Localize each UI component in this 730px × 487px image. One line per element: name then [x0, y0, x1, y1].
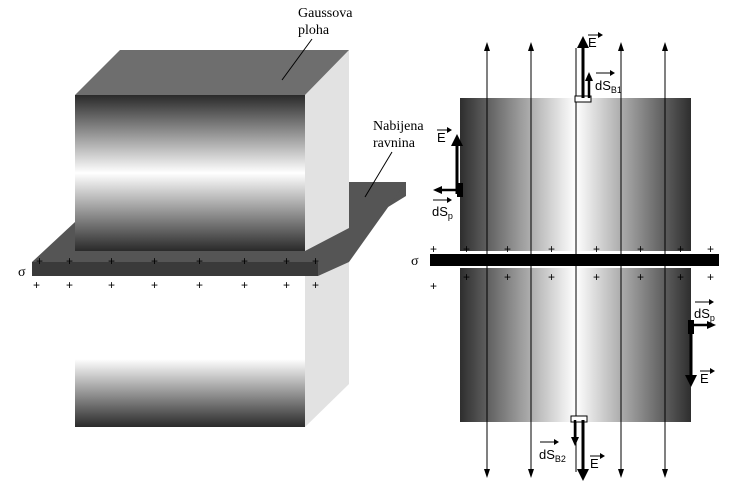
dS-B2-label-arrowhead: [554, 439, 559, 445]
gauss-box-front-lower: [75, 276, 305, 427]
E-label-side-right-arrowhead: [710, 368, 715, 374]
plus-sign: +: [196, 278, 203, 292]
dS-p-label-left-arrowhead: [447, 197, 452, 203]
plus-sign: +: [548, 270, 555, 284]
E-label-side-left-arrowhead: [447, 127, 452, 133]
E-label-bottom: E: [590, 456, 599, 471]
dS-B2-vector-head: [571, 437, 579, 446]
dS-p-vector-right-head: [707, 321, 716, 329]
dS-p-label-left: dSp: [432, 204, 453, 221]
E-label-top: E: [588, 35, 597, 50]
right-figure: σ + + + + + + + + + + + + + + + + E dSB: [411, 32, 719, 481]
plus-sign: +: [151, 278, 158, 292]
plus-signs-left: + + + + + + + + + + + + + + + +: [33, 254, 319, 292]
plus-sign: +: [637, 270, 644, 284]
plus-sign: +: [463, 242, 470, 256]
plus-sign: +: [196, 254, 203, 268]
plus-signs-right: + + + + + + + + + + + + + + + +: [430, 242, 714, 293]
plus-sign: +: [677, 242, 684, 256]
plus-sign: +: [463, 270, 470, 284]
plus-sign: +: [36, 254, 43, 268]
dS-text: dS: [539, 447, 555, 462]
plus-sign: +: [430, 279, 437, 293]
plus-sign: +: [593, 242, 600, 256]
arrowhead-down: [484, 469, 490, 478]
plus-sign: +: [637, 242, 644, 256]
sigma-label-right: σ: [411, 254, 419, 269]
plus-sign: +: [504, 270, 511, 284]
left-side-patch: [457, 183, 463, 197]
arrowhead-up: [484, 42, 490, 51]
plus-sign: +: [548, 242, 555, 256]
plus-sign: +: [66, 278, 73, 292]
dS-p-label-right: dSp: [694, 306, 715, 323]
plus-sign: +: [707, 242, 714, 256]
dS-p-label-right-arrowhead: [709, 299, 714, 305]
E-label-bottom-arrowhead: [600, 453, 605, 459]
arrowhead-down: [662, 469, 668, 478]
arrowhead-up: [528, 42, 534, 51]
dS-B2-label: dSB2: [539, 447, 566, 464]
dS-B1-label-arrowhead: [610, 70, 615, 76]
E-vector-top-head: [577, 36, 589, 48]
plus-sign: +: [33, 278, 40, 292]
gauss-box-front-upper: [75, 95, 305, 251]
left-figure: + + + + + + + + + + + + + + + + σ Gausso…: [18, 6, 424, 427]
arrowhead-down: [528, 469, 534, 478]
E-vector-side-right-head: [685, 375, 697, 387]
arrowhead-up: [662, 42, 668, 51]
dS-text: dS: [595, 78, 611, 93]
plus-sign: +: [108, 254, 115, 268]
bottom-base-patch: [570, 415, 588, 423]
arrowhead-up: [618, 42, 624, 51]
plane-label-2: ravnina: [373, 136, 416, 151]
sigma-label-left: σ: [18, 265, 26, 280]
dS-p-vector-left-head: [433, 186, 442, 194]
field-arrowheads-top: [484, 42, 668, 51]
E-vector-bottom-head: [577, 469, 589, 481]
dS-B1-label: dSB1: [595, 78, 622, 95]
plus-sign: +: [283, 254, 290, 268]
sub-B2: B2: [555, 454, 566, 464]
plus-sign: +: [108, 278, 115, 292]
dS-B1-vector-head: [585, 72, 593, 81]
plus-sign: +: [312, 254, 319, 268]
charged-plane-bar: [430, 254, 719, 266]
plus-sign: +: [66, 254, 73, 268]
E-vector-side-left-head: [451, 134, 463, 146]
gauss-surface-label-1: Gaussova: [298, 6, 353, 21]
dS-text: dS: [694, 306, 710, 321]
sub-p: p: [448, 211, 453, 221]
plus-sign: +: [677, 270, 684, 284]
E-label-side-left: E: [437, 130, 446, 145]
plane-label-1: Nabijena: [373, 119, 424, 134]
plus-sign: +: [241, 254, 248, 268]
plus-sign: +: [312, 278, 319, 292]
plus-sign: +: [504, 242, 511, 256]
arrowhead-down: [618, 469, 624, 478]
gauss-box-top: [75, 50, 349, 95]
charged-plane-edge: [32, 262, 318, 276]
plus-sign: +: [283, 278, 290, 292]
plus-sign: +: [707, 270, 714, 284]
charged-plane-right: [349, 182, 406, 262]
gauss-pointer: [281, 38, 313, 81]
gauss-box-side: [305, 50, 349, 427]
E-label-side-right: E: [700, 371, 709, 386]
sub-p: p: [710, 313, 715, 323]
E-label-top-arrowhead: [598, 32, 603, 38]
plus-sign: +: [593, 270, 600, 284]
field-arrowheads-bottom: [484, 469, 668, 478]
plus-sign: +: [151, 254, 158, 268]
gauss-surface-label-2: ploha: [298, 23, 330, 38]
plus-sign: +: [241, 278, 248, 292]
plus-sign: +: [430, 242, 437, 256]
dS-text: dS: [432, 204, 448, 219]
plane-pointer: [364, 151, 393, 198]
sub-B1: B1: [611, 85, 622, 95]
